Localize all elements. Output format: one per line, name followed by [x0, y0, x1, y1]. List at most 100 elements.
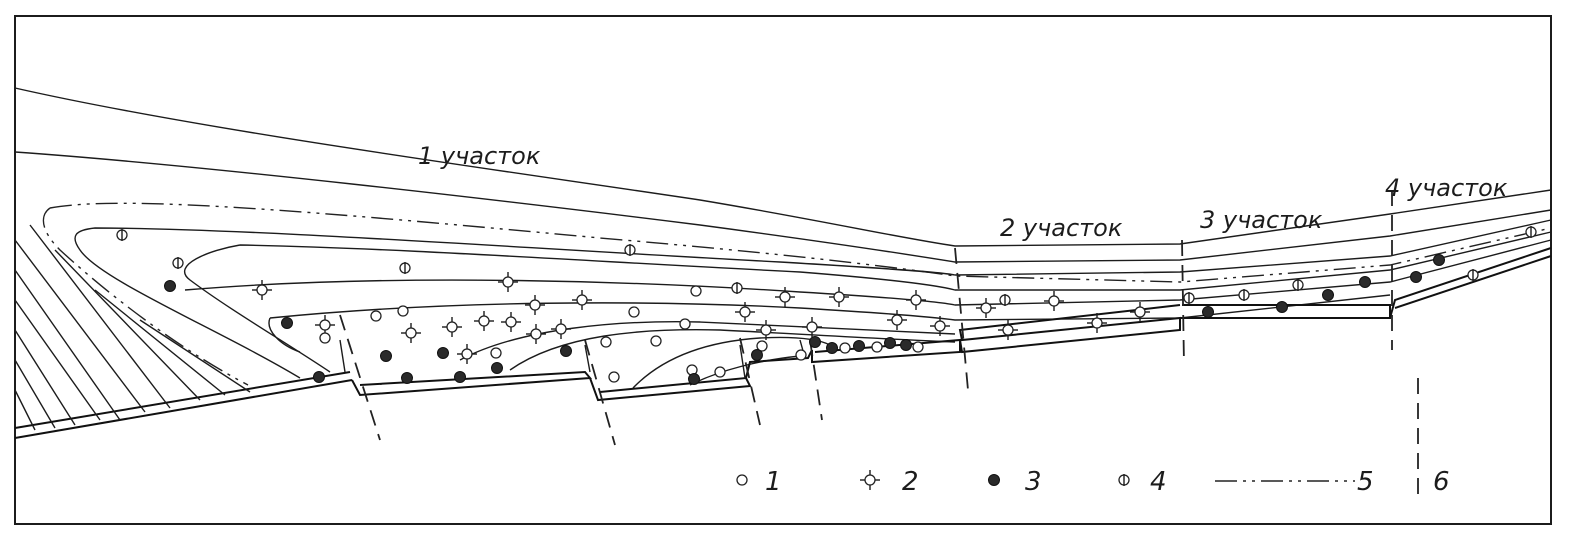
marker-type-1 [756, 340, 768, 352]
marker-type-3 [826, 342, 838, 354]
legend-label-2: 2 [902, 467, 919, 497]
marker-type-1 [397, 305, 409, 317]
marker-type-2 [829, 287, 849, 307]
base-line-bottom [14, 379, 353, 439]
base-line-top [14, 371, 351, 429]
marker-type-2 [1130, 302, 1150, 322]
marker-type-2 [775, 287, 795, 307]
marker-type-1 [871, 341, 883, 353]
marker-type-3 [313, 371, 325, 383]
marker-type-2 [998, 320, 1018, 340]
marker-type-3 [884, 337, 896, 349]
contour-line-8 [632, 336, 831, 389]
marker-type-3 [900, 339, 912, 351]
contour-line-9 [689, 355, 801, 386]
terrace-1 [351, 370, 593, 397]
marker-type-4 [1292, 279, 1304, 291]
marker-type-3 [454, 371, 466, 383]
marker-type-3 [560, 345, 572, 357]
marker-type-4 [1467, 269, 1479, 281]
marker-type-2 [976, 298, 996, 318]
marker-type-2 [802, 317, 822, 337]
marker-type-3 [1433, 254, 1445, 266]
marker-type-2 [756, 320, 776, 340]
marker-type-2 [572, 290, 592, 310]
section-boundary-3 [739, 337, 761, 426]
marker-type-1 [650, 335, 662, 347]
marker-type-1 [795, 349, 807, 361]
contour-line-3 [183, 231, 1552, 373]
marker-type-4 [172, 257, 184, 269]
marker-type-2 [501, 312, 521, 332]
section-label-2: 2 участок [1000, 214, 1123, 242]
marker-type-2 [252, 280, 272, 300]
legend-symbol-3 [988, 474, 1000, 486]
marker-type-4 [1183, 292, 1195, 304]
marker-type-3 [281, 317, 293, 329]
legend-label-6: 6 [1433, 467, 1450, 497]
step-risers [339, 339, 806, 379]
marker-type-4 [1238, 289, 1250, 301]
marker-type-2 [498, 272, 518, 292]
marker-type-3 [809, 336, 821, 348]
figure-frame [14, 15, 1552, 525]
section-boundary-2 [584, 339, 616, 446]
marker-type-2 [457, 344, 477, 364]
marker-type-1 [839, 342, 851, 354]
marker-type-1 [714, 366, 726, 378]
section-boundary-3-4 [1181, 239, 1185, 366]
marker-type-2 [401, 323, 421, 343]
legend-symbol-2 [860, 470, 880, 490]
marker-type-4 [399, 262, 411, 274]
contour-line-2 [74, 219, 1552, 379]
marker-type-3 [1410, 271, 1422, 283]
marker-type-3 [751, 349, 763, 361]
marker-type-1 [679, 318, 691, 330]
marker-type-2 [930, 316, 950, 336]
marker-type-3 [401, 372, 413, 384]
marker-type-2 [735, 302, 755, 322]
marker-type-1 [600, 336, 612, 348]
marker-type-1 [608, 371, 620, 383]
sample-markers [116, 226, 1537, 385]
marker-type-3 [1359, 276, 1371, 288]
marker-type-2 [315, 315, 335, 335]
marker-type-2 [525, 295, 545, 315]
marker-type-1 [319, 332, 331, 344]
marker-type-2 [526, 324, 546, 344]
marker-type-3 [491, 362, 503, 374]
terrace-7 [1389, 247, 1552, 319]
section-label-3: 3 участок [1200, 206, 1323, 234]
section-boundary-1 [339, 314, 381, 441]
marker-type-3 [380, 350, 392, 362]
marker-type-2 [1087, 313, 1107, 333]
marker-type-1 [490, 347, 502, 359]
legend-label-5: 5 [1357, 467, 1374, 497]
marker-type-3 [853, 340, 865, 352]
marker-type-3 [1202, 306, 1214, 318]
marker-type-2 [442, 317, 462, 337]
legend-label-4: 4 [1150, 467, 1167, 497]
marker-type-2 [906, 290, 926, 310]
marker-type-4 [1525, 226, 1537, 238]
marker-type-3 [1276, 301, 1288, 313]
marker-type-4 [116, 229, 128, 241]
marker-type-3 [1322, 289, 1334, 301]
upper-surface-line [14, 87, 1552, 247]
marker-type-1 [370, 310, 382, 322]
marker-type-3 [437, 347, 449, 359]
marker-type-1 [690, 285, 702, 297]
hatching-left [14, 224, 251, 431]
marker-type-2 [474, 311, 494, 331]
legend-symbol-1 [736, 474, 748, 486]
contour-line-1 [14, 151, 1552, 263]
dash-dot-boundary [42, 202, 1552, 386]
marker-type-2 [551, 319, 571, 339]
contour-line-6 [459, 321, 956, 361]
legend-symbol-4 [1118, 474, 1130, 486]
marker-type-2 [1044, 291, 1064, 311]
contour-line-5 [268, 294, 1391, 353]
contour-line-7 [509, 329, 956, 371]
section-boundary-2-3 [954, 247, 969, 391]
